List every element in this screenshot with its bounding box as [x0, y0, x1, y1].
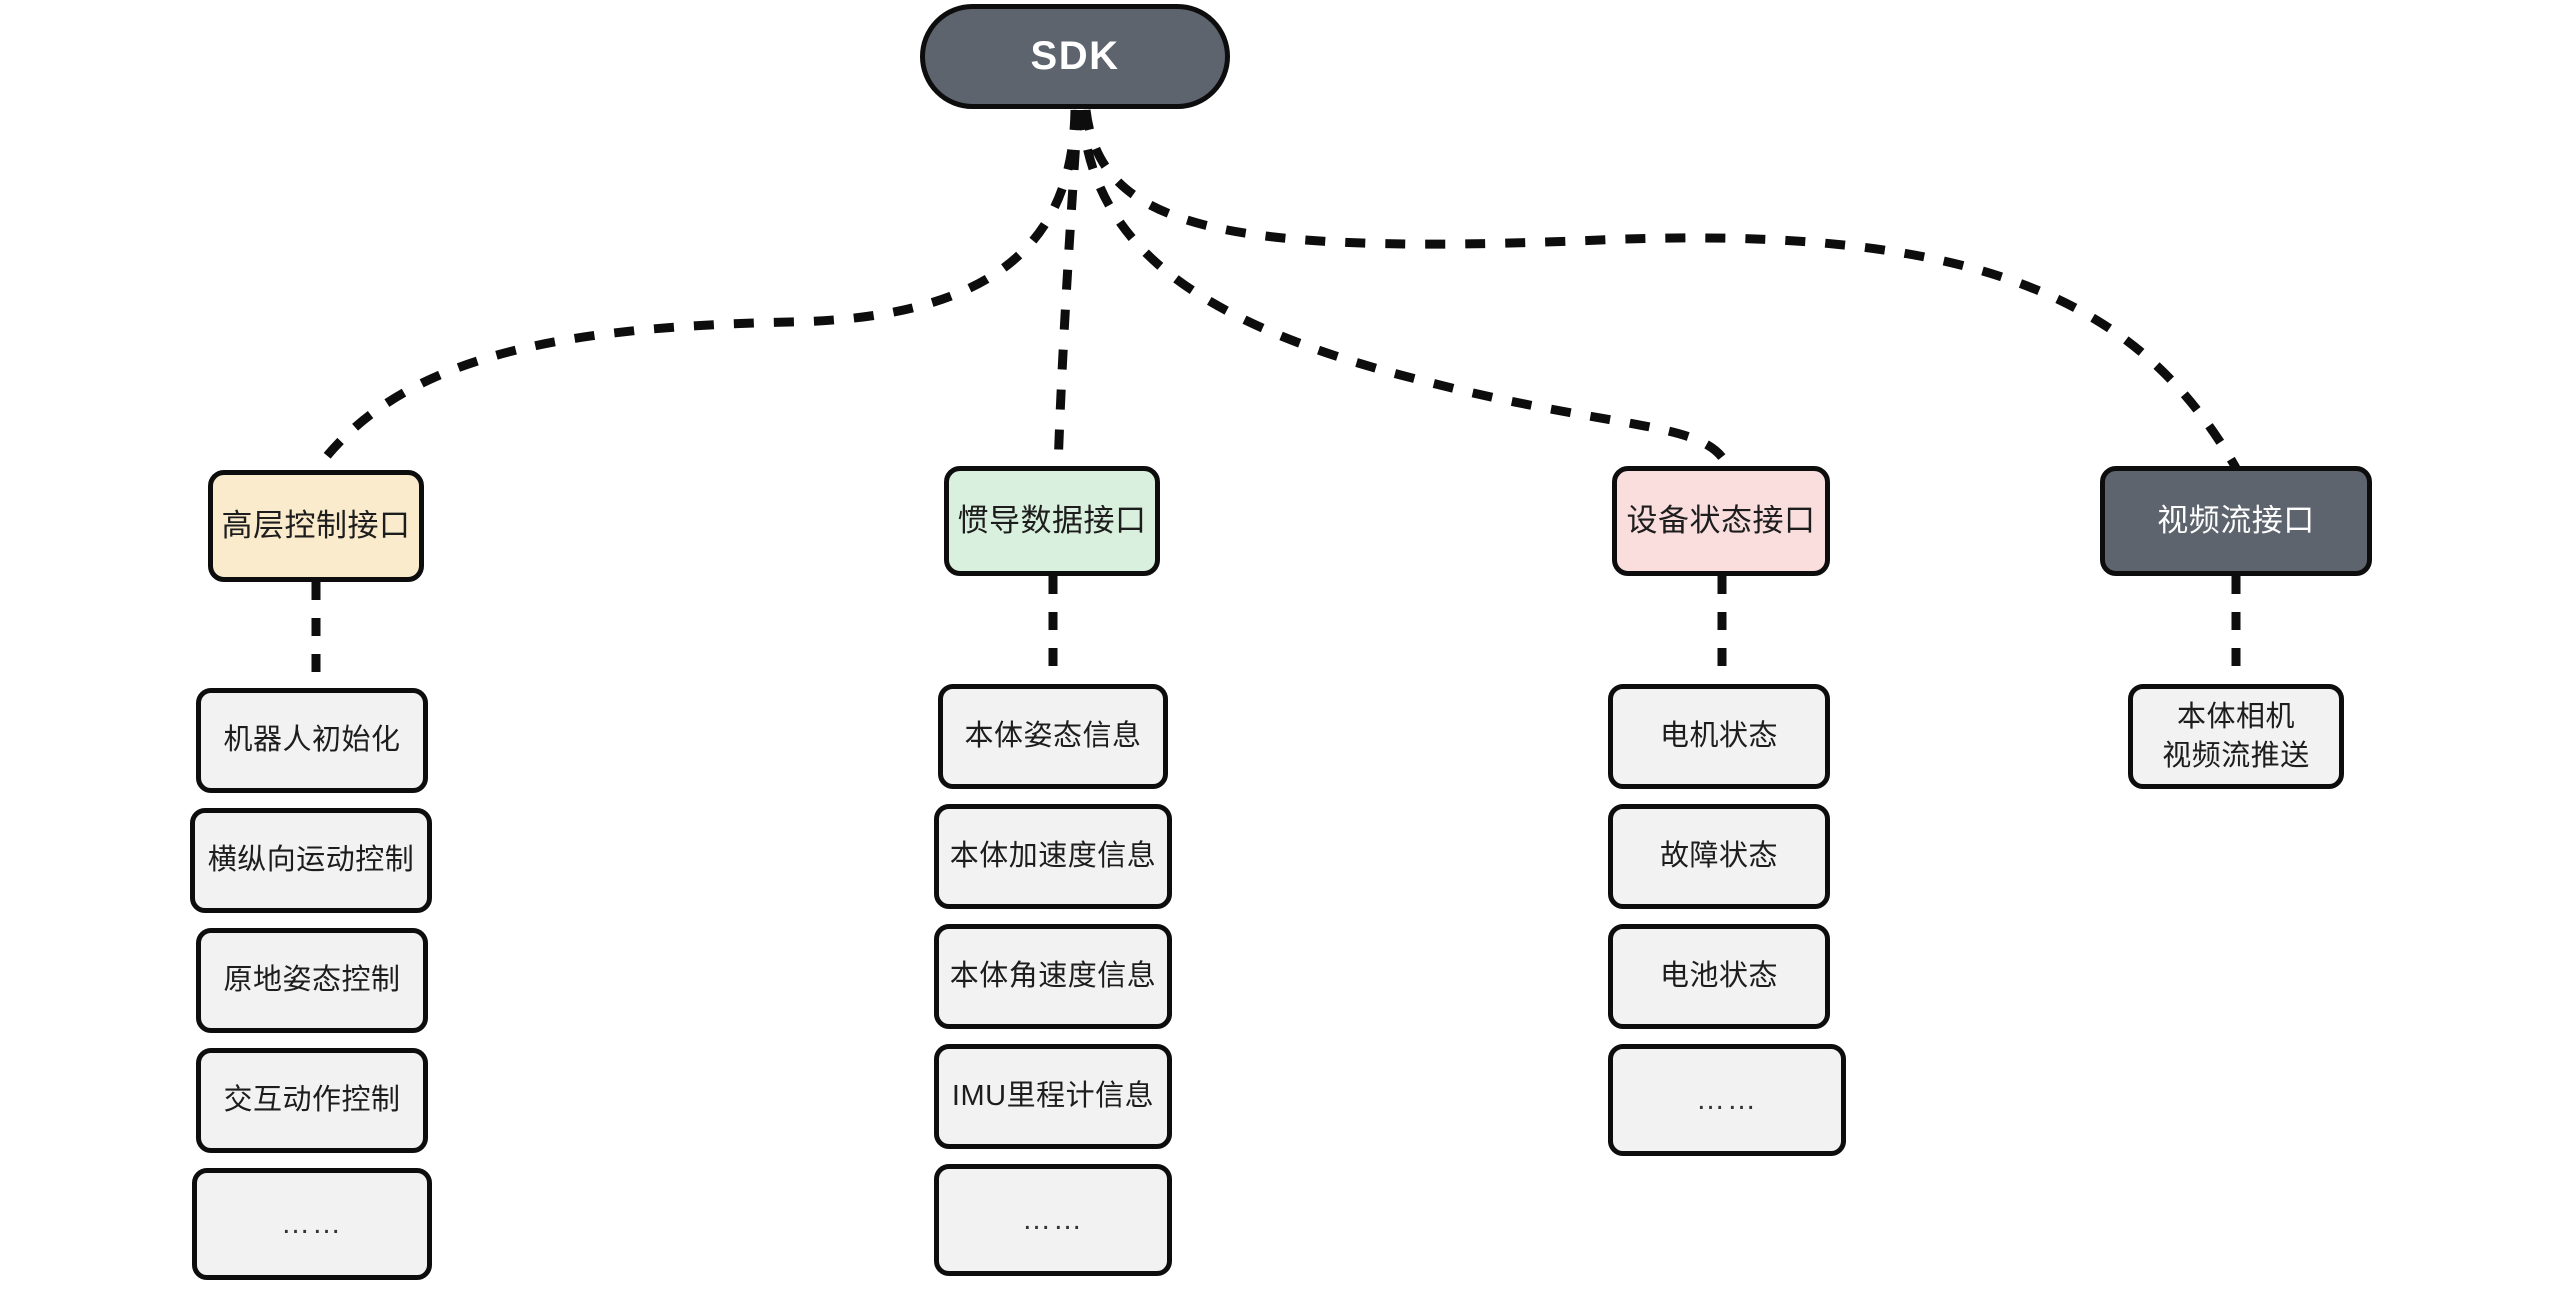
node-leaf-body-acceleration-info[interactable]: 本体加速度信息	[934, 804, 1172, 909]
node-interface-video-stream-label: 视频流接口	[2157, 502, 2315, 538]
node-leaf-more-device-status-label: ……	[1696, 1083, 1758, 1116]
edge-sdk-to-video-stream	[1081, 109, 2240, 471]
node-leaf-fault-status-label: 故障状态	[1659, 840, 1778, 873]
node-leaf-body-angular-velocity-info-label: 本体角速度信息	[949, 960, 1157, 993]
node-leaf-robot-init[interactable]: 机器人初始化	[196, 688, 428, 793]
node-interface-imu-data-label: 惯导数据接口	[957, 502, 1147, 538]
node-leaf-motor-status-label: 电机状态	[1659, 720, 1778, 753]
node-leaf-battery-status-label: 电池状态	[1659, 960, 1778, 993]
node-leaf-interactive-action-control[interactable]: 交互动作控制	[196, 1048, 428, 1153]
node-leaf-imu-odometry-info[interactable]: IMU里程计信息	[934, 1044, 1172, 1149]
node-leaf-body-attitude-info[interactable]: 本体姿态信息	[938, 684, 1168, 789]
node-leaf-more-device-status[interactable]: ……	[1608, 1044, 1846, 1156]
node-leaf-motor-status[interactable]: 电机状态	[1608, 684, 1830, 789]
node-leaf-body-angular-velocity-info[interactable]: 本体角速度信息	[934, 924, 1172, 1029]
node-leaf-battery-status[interactable]: 电池状态	[1608, 924, 1830, 1029]
node-leaf-body-attitude-info-label: 本体姿态信息	[964, 720, 1142, 753]
node-leaf-body-acceleration-info-label: 本体加速度信息	[949, 840, 1157, 873]
node-leaf-robot-init-label: 机器人初始化	[223, 724, 401, 757]
node-leaf-imu-odometry-info-label: IMU里程计信息	[951, 1080, 1155, 1113]
node-interface-high-level-control-label: 高层控制接口	[221, 507, 411, 543]
node-sdk-root[interactable]: SDK	[920, 4, 1230, 109]
node-leaf-more-imu-label: ……	[1022, 1203, 1084, 1236]
edge-sdk-to-high-level-control	[312, 109, 1080, 473]
node-leaf-interactive-action-control-label: 交互动作控制	[223, 1084, 401, 1117]
node-interface-device-status-label: 设备状态接口	[1626, 502, 1816, 538]
node-leaf-onboard-camera-stream-label: 本体相机 视频流推送	[2162, 701, 2310, 772]
node-leaf-more-imu[interactable]: ……	[934, 1164, 1172, 1276]
node-interface-high-level-control[interactable]: 高层控制接口	[208, 470, 424, 582]
node-leaf-more-control[interactable]: ……	[192, 1168, 432, 1280]
node-leaf-lateral-longitudinal-motion[interactable]: 横纵向运动控制	[190, 808, 432, 913]
edge-sdk-to-imu-data	[1053, 109, 1083, 469]
node-interface-imu-data[interactable]: 惯导数据接口	[944, 466, 1160, 576]
node-leaf-fault-status[interactable]: 故障状态	[1608, 804, 1830, 909]
node-interface-video-stream[interactable]: 视频流接口	[2100, 466, 2372, 576]
edge-sdk-to-device-status	[1077, 109, 1733, 470]
node-interface-device-status[interactable]: 设备状态接口	[1612, 466, 1830, 576]
node-leaf-lateral-longitudinal-motion-label: 横纵向运动控制	[207, 844, 415, 877]
node-leaf-in-place-posture-control[interactable]: 原地姿态控制	[196, 928, 428, 1033]
node-leaf-onboard-camera-stream[interactable]: 本体相机 视频流推送	[2128, 684, 2344, 789]
node-leaf-more-control-label: ……	[281, 1207, 343, 1240]
node-leaf-in-place-posture-control-label: 原地姿态控制	[223, 964, 401, 997]
node-sdk-root-label: SDK	[1030, 34, 1120, 79]
